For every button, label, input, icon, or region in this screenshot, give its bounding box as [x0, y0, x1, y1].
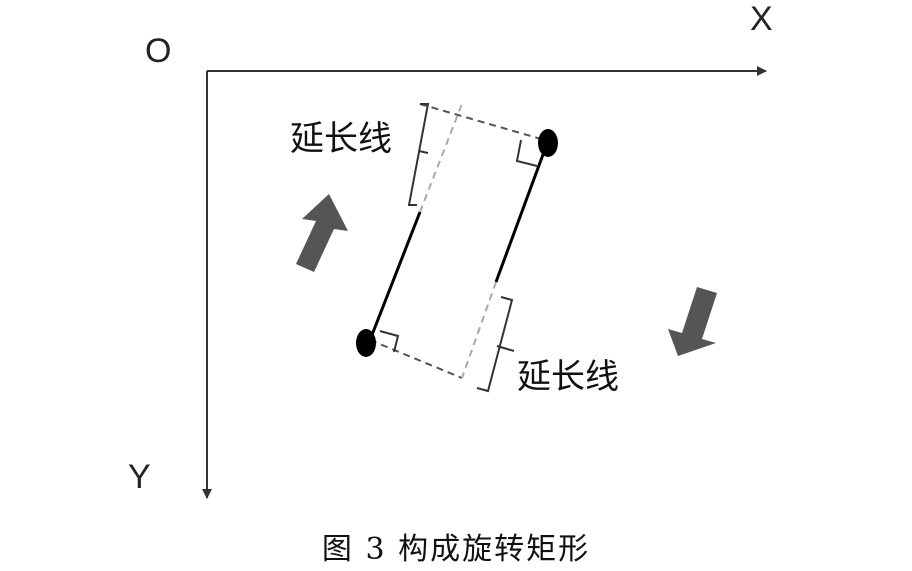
- right-extension-line: [461, 281, 497, 379]
- origin-label: O: [145, 32, 171, 70]
- rotation-arrow-up-icon: [296, 194, 348, 272]
- endpoint-bottom-left: [356, 329, 376, 357]
- top-dashed-edge: [419, 103, 549, 142]
- top-extension-bracket: [407, 103, 430, 206]
- x-axis-label: X: [750, 0, 773, 38]
- bottom-extension-bracket: [476, 296, 515, 393]
- rotation-arrow-down-icon: [668, 287, 717, 356]
- right-angle-marker-bottom: [379, 330, 400, 353]
- extension-label-top: 延长线: [290, 119, 392, 159]
- extension-label-bottom: 延长线: [517, 357, 619, 397]
- right-angle-marker-top: [515, 139, 538, 167]
- right-solid-segment: [494, 140, 550, 283]
- endpoint-top-right: [538, 129, 558, 157]
- bottom-dashed-edge: [369, 339, 463, 379]
- left-extension-line: [419, 103, 463, 213]
- figure-caption: 图 3 构成旋转矩形: [321, 532, 591, 567]
- y-axis-label: Y: [128, 458, 151, 496]
- left-solid-segment: [368, 211, 422, 341]
